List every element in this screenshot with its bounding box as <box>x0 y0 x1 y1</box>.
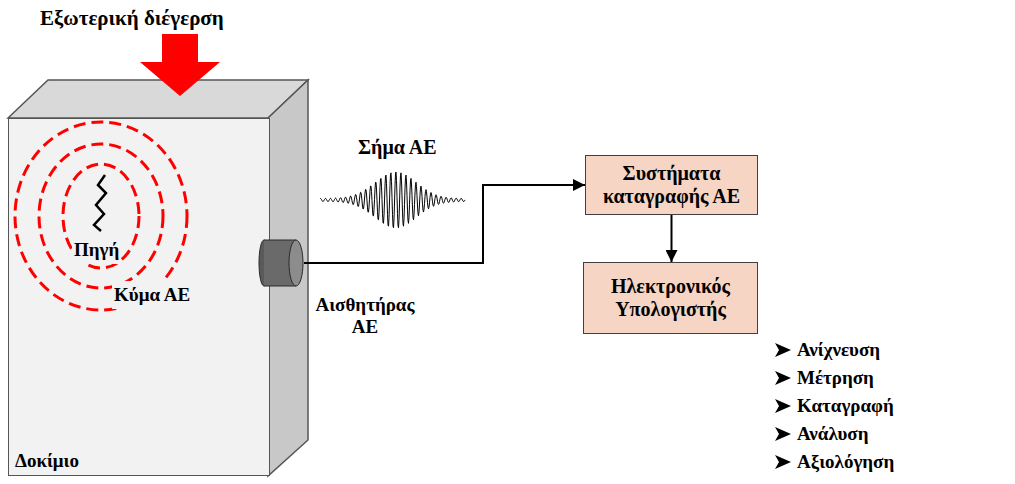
list-item: Αξιολόγηση <box>797 448 894 476</box>
source-label: Πηγή <box>72 236 121 264</box>
ae-signal-waveform <box>320 172 465 228</box>
sensor-cylinder: Αισθητήρας ΑΕ <box>258 236 304 290</box>
specimen-top-face <box>8 80 308 118</box>
arrow-bullet <box>775 343 791 357</box>
list-item: Ανίχνευση <box>797 336 880 364</box>
signal-connector <box>671 215 673 262</box>
excitation-arrow <box>140 34 220 96</box>
sensor-symbol <box>258 236 304 290</box>
node-text: Συστήματα καταγραφής ΑΕ <box>594 162 749 208</box>
process-box: Ηλεκτρονικός Υπολογιστής <box>583 262 758 334</box>
excitation-label: Εξωτερική διέγερση <box>40 4 224 32</box>
bullet-group <box>775 343 791 469</box>
crack-symbol <box>94 175 106 231</box>
node-text: Αισθητήρας ΑΕ <box>310 294 420 338</box>
signal-label: Σήμα ΑΕ <box>358 136 437 159</box>
wave-label: Κύμα ΑΕ <box>112 281 192 309</box>
arrow-bullet <box>775 399 791 413</box>
waveform-path <box>320 172 465 228</box>
node-text: Ηλεκτρονικός Υπολογιστής <box>592 275 749 321</box>
list-item: Ανάλυση <box>797 420 868 448</box>
list-item: Μέτρηση <box>797 364 874 392</box>
list-item: Καταγραφή <box>797 392 894 420</box>
process-box: Συστήματα καταγραφής ΑΕ <box>585 155 758 215</box>
wave-circle <box>63 164 139 268</box>
arrow-bullet <box>775 371 791 385</box>
node-text: Δοκίμιο <box>15 450 79 472</box>
signal-connector <box>304 185 585 263</box>
arrow-bullet <box>775 455 791 469</box>
arrow-bullet <box>775 427 791 441</box>
wave-circle <box>39 144 163 288</box>
